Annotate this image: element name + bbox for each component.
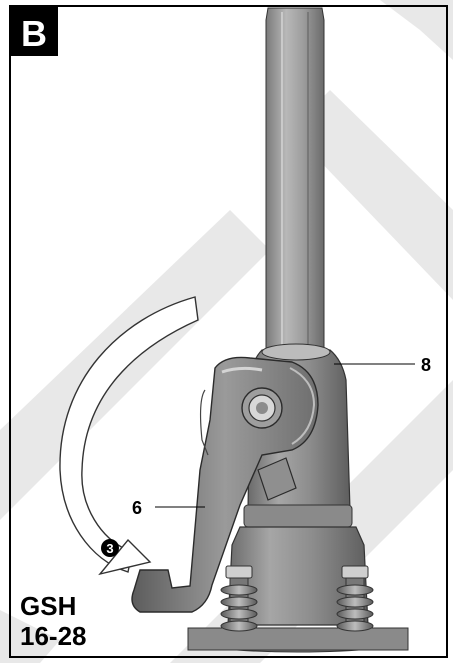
figure-frame	[9, 5, 448, 658]
model-label-line2: 16-28	[20, 621, 87, 651]
rotation-arrow	[59, 296, 199, 576]
model-label-line1: GSH	[20, 591, 76, 621]
svg-text:B: B	[21, 13, 47, 54]
figure-badge: B	[10, 6, 58, 56]
step-marker: 3	[101, 539, 119, 557]
locking-lever	[131, 356, 319, 613]
callout-lines	[155, 363, 415, 508]
left-spring	[220, 565, 258, 632]
right-spring	[336, 565, 374, 632]
callout-6: 6	[132, 498, 142, 518]
chisel-shaft	[265, 7, 325, 351]
callout-8: 8	[421, 355, 431, 375]
svg-text:3: 3	[106, 541, 113, 556]
